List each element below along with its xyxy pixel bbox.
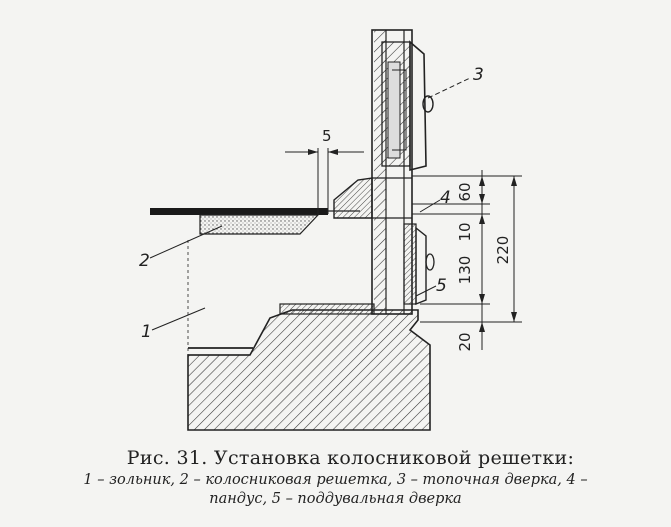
dim-10: 10	[456, 222, 474, 241]
callout-5: 5	[436, 276, 447, 296]
leader-lines	[149, 77, 471, 331]
masonry-base	[187, 309, 431, 431]
callout-2: 2	[139, 251, 150, 271]
dim-130: 130	[456, 256, 474, 285]
gap-dimension-label: 5	[322, 127, 332, 145]
grate-installation-drawing: 5 60 10 130 20 220 2 1 4 5 3	[139, 29, 522, 431]
figure-caption: Рис. 31. Установка колосниковой решетки:…	[0, 447, 671, 507]
ramp	[333, 177, 373, 219]
grate-support-ledge	[279, 303, 375, 315]
fire-door	[381, 40, 434, 172]
ash-door	[403, 223, 435, 306]
callout-4: 4	[440, 188, 451, 208]
dim-20: 20	[456, 332, 474, 351]
dim-220: 220	[494, 236, 512, 265]
grate	[150, 208, 360, 235]
caption-legend-line-1: 1 – зольник, 2 – колосниковая решетка, 3…	[83, 471, 588, 488]
dim-60: 60	[456, 182, 474, 201]
callout-1: 1	[141, 322, 152, 342]
callout-3: 3	[473, 65, 484, 85]
caption-legend-line-2: пандус, 5 – поддувальная дверка	[209, 490, 462, 507]
gap-dimension: 5	[285, 127, 364, 214]
caption-title: Рис. 31. Установка колосниковой решетки:	[126, 447, 575, 469]
dimension-arrows	[479, 176, 517, 332]
